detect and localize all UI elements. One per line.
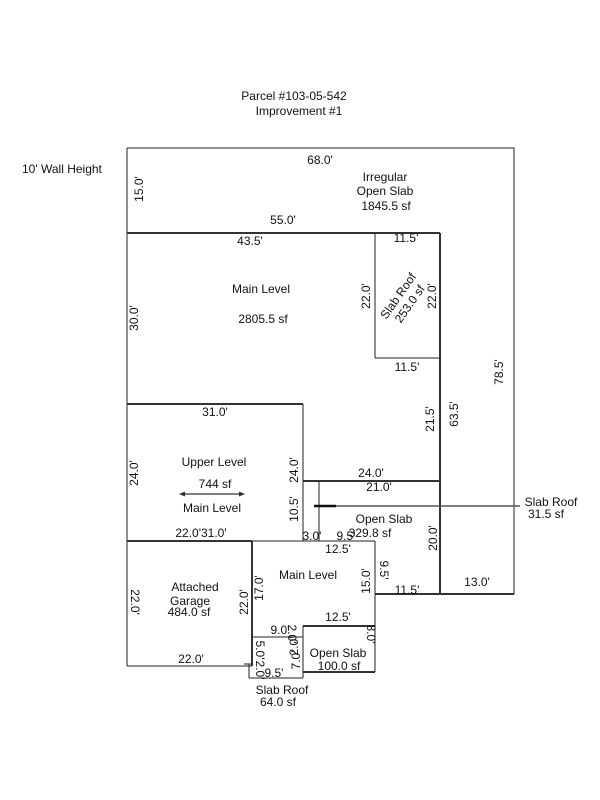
dim-22-garage-right: 22.0' xyxy=(237,589,251,615)
dim-22-garage-left: 22.0' xyxy=(128,589,142,615)
garage-label-2: Garage xyxy=(170,594,210,608)
open-slab-2-label: Open Slab xyxy=(310,646,367,660)
garage-label-1: Attached xyxy=(171,580,218,594)
upper-level-area: 744 sf xyxy=(199,477,232,491)
dim-10-5: 10.5' xyxy=(287,496,301,522)
slab-roof-2-area: 31.5 sf xyxy=(528,507,565,521)
dim-3: 3.0' xyxy=(303,529,322,543)
dim-21: 21.0' xyxy=(366,480,392,494)
dim-24-upper-right: 24.0' xyxy=(287,457,301,483)
dim-9: 9.0' xyxy=(271,623,290,637)
dim-15-lower: 15.0' xyxy=(359,568,373,594)
dim-2-c: 2.0' xyxy=(253,661,267,680)
dim-22-31: 22.0'31.0' xyxy=(175,526,226,540)
dim-12-5-top: 12.5' xyxy=(325,542,351,556)
irregular-open-slab-label-1: Irregular xyxy=(363,170,408,184)
dim-11-5-bottom: 11.5' xyxy=(395,360,420,374)
parcel-title: Parcel #103-05-542 xyxy=(241,89,347,103)
upper-level-sub-label: Main Level xyxy=(183,501,241,515)
dim-20: 20.0' xyxy=(426,525,440,551)
dim-43-5: 43.5' xyxy=(237,234,263,248)
dim-9-5-bottom: 9.5' xyxy=(265,666,284,680)
open-slab-1-area: 329.8 sf xyxy=(349,526,392,540)
dim-2-a: 2.0' xyxy=(285,625,299,644)
dim-17: 17.0' xyxy=(252,575,266,601)
dim-13: 13.0' xyxy=(464,575,490,589)
dim-22-slab-left: 22.0' xyxy=(359,283,373,309)
main-level-area: 2805.5 sf xyxy=(238,312,288,326)
dim-22-slab-right: 22.0' xyxy=(425,283,439,309)
main-level-label: Main Level xyxy=(232,282,290,296)
garage-area: 484.0 sf xyxy=(168,605,211,619)
slab-roof-2-label: Slab Roof xyxy=(525,495,578,509)
irregular-open-slab-area: 1845.5 sf xyxy=(361,199,411,213)
irregular-open-slab-label-2: Open Slab xyxy=(357,184,414,198)
dim-11-5-lower: 11.5' xyxy=(395,583,420,597)
wall-height-label: 10' Wall Height xyxy=(22,162,103,176)
dim-9-5-top: 9.5' xyxy=(337,529,356,543)
open-slab-1-label: Open Slab xyxy=(356,512,413,526)
slab-roof-3-area: 64.0 sf xyxy=(260,695,297,709)
dim-68: 68.0' xyxy=(307,153,333,167)
dim-11-5-top: 11.5' xyxy=(394,231,419,245)
dim-2-b: 2.0' xyxy=(287,637,301,656)
dim-78-5: 78.5' xyxy=(492,359,506,385)
main-level-2-label: Main Level xyxy=(279,568,337,582)
dim-12-5-bottom: 12.5' xyxy=(325,610,351,624)
slab-roof-3-label: Slab Roof xyxy=(256,683,309,697)
dim-22-garage-bottom: 22.0' xyxy=(178,652,204,666)
dim-31-top: 31.0' xyxy=(202,405,228,419)
arrow-right-head-icon xyxy=(239,491,245,497)
dim-63-5: 63.5' xyxy=(447,401,461,427)
open-slab-2-area: 100.0 sf xyxy=(318,659,361,673)
dim-24-upper-left: 24.0' xyxy=(127,460,141,486)
dim-7: 7.0' xyxy=(289,651,303,670)
dim-5: 5.0' xyxy=(253,641,267,660)
dim-24: 24.0' xyxy=(358,466,384,480)
dim-30: 30.0' xyxy=(127,305,141,331)
dim-8: 8.0' xyxy=(364,625,378,644)
arrow-left-head-icon xyxy=(179,491,185,497)
upper-level-label: Upper Level xyxy=(182,455,247,469)
dim-9-5-vertical: 9.5' xyxy=(377,561,391,580)
dim-21-5: 21.5' xyxy=(423,406,437,432)
improvement-title: Improvement #1 xyxy=(256,104,343,118)
dim-55: 55.0' xyxy=(270,213,296,227)
dim-15-top: 15.0' xyxy=(132,176,146,202)
slab-roof-1-label-group: Slab Roof 253.0 sf xyxy=(377,270,428,326)
